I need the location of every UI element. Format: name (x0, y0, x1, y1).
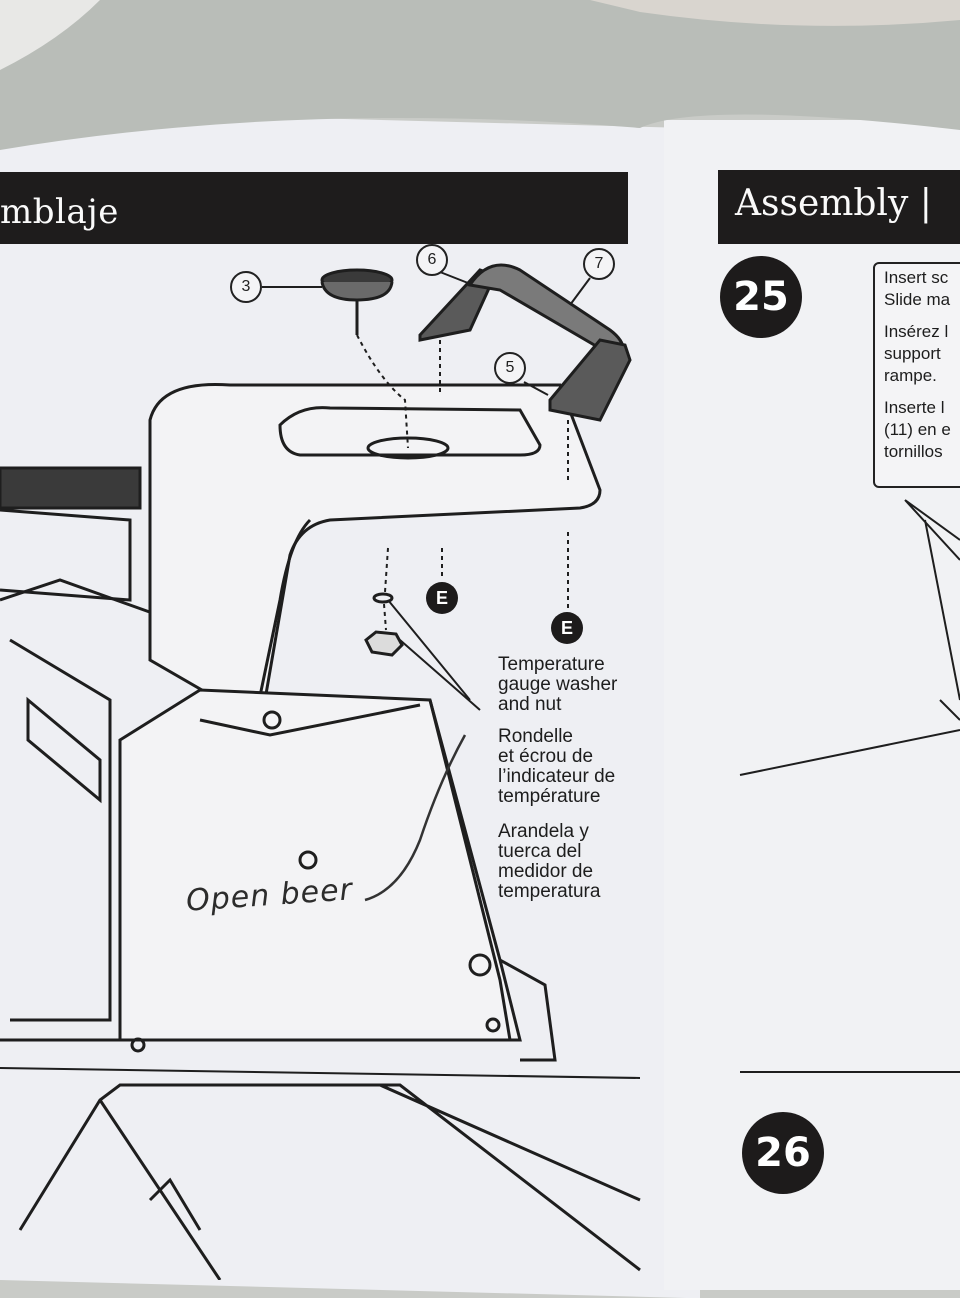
caption-spanish-2: tuerca del (498, 841, 582, 862)
instruction-line-7: (11) en e (884, 420, 951, 439)
instruction-line-5: rampe. (884, 366, 937, 385)
right-header-bar (718, 170, 960, 244)
caption-french-3: l’indicateur de (498, 766, 616, 787)
caption-spanish-4: temperatura (498, 881, 601, 902)
caption-french-4: température (498, 786, 601, 807)
left-header-title: mblaje (0, 192, 119, 232)
hood-lower-rim (199, 703, 421, 737)
part-callout-6: 6 (416, 244, 448, 276)
handwritten-arrow (364, 734, 467, 902)
gauge-socket (298, 850, 318, 870)
left-door (9, 638, 112, 1022)
guide-line-gauge (356, 334, 409, 449)
caption-french-2: et écrou de (498, 746, 594, 767)
cabinet-inner-edge (428, 699, 512, 1041)
leader-caption (387, 599, 481, 711)
nut (364, 630, 404, 657)
knob-hole (485, 1017, 501, 1033)
instruction-line-4: support (884, 344, 941, 363)
caption-spanish-3: medidor de (498, 861, 594, 882)
right-page-drawing (739, 499, 960, 1073)
part-callout-5: 5 (494, 352, 526, 384)
part-callout-7: 7 (583, 248, 615, 280)
lower-drawing (18, 1083, 641, 1280)
right-page-grill-edge (924, 519, 960, 721)
caption-english-3: and nut (498, 694, 562, 715)
instruction-line-2: Slide ma (884, 290, 951, 309)
gauge-body (320, 281, 394, 302)
leader-7 (569, 277, 591, 306)
step-badge-26: 26 (742, 1112, 824, 1194)
left-header-bar (0, 172, 628, 244)
bowl-edge (590, 0, 960, 26)
fastener-badge-left: E (426, 582, 458, 614)
right-header-title: Assembly | (735, 183, 932, 224)
instruction-line-8: tornillos (884, 442, 943, 461)
hood-front-edge (253, 518, 312, 721)
leader-5 (523, 381, 549, 396)
side-panel (0, 508, 132, 602)
step-badge-25: 25 (720, 256, 802, 338)
hood-pivot-screw (262, 710, 282, 730)
washer (372, 592, 394, 604)
caption-french-1: Rondelle (498, 726, 573, 747)
instruction-line-1: Insert sc (884, 268, 949, 287)
screw-head (468, 953, 492, 977)
instruction-line-6: Inserte l (884, 398, 945, 417)
handle-bracket-5 (548, 338, 632, 422)
guide-line-washer (384, 547, 389, 593)
gauge-hole (366, 436, 450, 460)
guide-line-nut (383, 603, 387, 631)
page-divider (0, 1067, 641, 1079)
caption-spanish-1: Arandela y (498, 821, 589, 842)
caption-english-1: Temperature (498, 654, 605, 675)
side-grate (0, 466, 142, 510)
fastener-badge-right: E (551, 612, 583, 644)
hood-cutout (278, 406, 542, 457)
leader-6 (439, 271, 469, 284)
right-leg (499, 958, 557, 1062)
instruction-line-3: Insérez l (884, 322, 949, 341)
base-hole (130, 1037, 146, 1053)
step-25-instructions: Insert sc Slide ma Insérez l support ram… (873, 262, 960, 488)
left-vent (26, 696, 102, 804)
table-background (0, 0, 960, 150)
caption-english-2: gauge washer (498, 674, 618, 695)
cloth-bag (0, 0, 100, 70)
part-callout-3: 3 (230, 271, 262, 303)
